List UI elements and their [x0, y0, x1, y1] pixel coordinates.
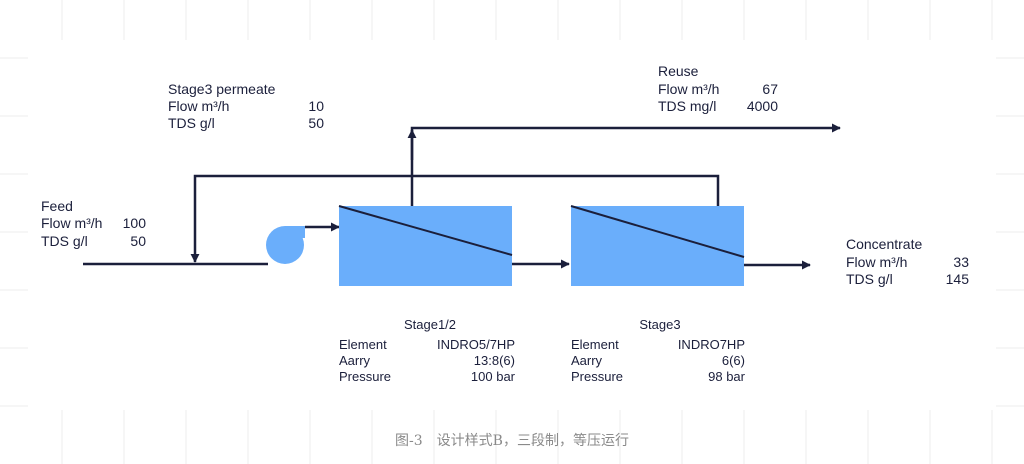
feed-flow-value: 100	[122, 215, 146, 231]
figure-caption: 图-3 设计样式B，三段制，等压运行	[395, 433, 629, 449]
reuse-flow-value: 67	[762, 81, 778, 97]
stage3-permeate-flow-label: Flow m³/h	[168, 98, 230, 114]
stage12-element-value: INDRO5/7HP	[436, 337, 515, 352]
concentrate-title: Concentrate	[846, 236, 923, 252]
reuse-tds-label: TDS mg/l	[658, 98, 717, 114]
stage3-pressure-value: 98 bar	[708, 369, 745, 384]
reuse-line	[410, 123, 841, 206]
reuse-title: Reuse	[658, 63, 699, 79]
stage12-array-label: Aarry	[339, 353, 371, 368]
feed-flow-label: Flow m³/h	[41, 215, 103, 231]
stage12-pressure-value: 100 bar	[470, 369, 515, 384]
feed-tds-label: TDS g/l	[41, 233, 88, 249]
stage12-array-value: 13:8(6)	[473, 353, 515, 368]
stage12-membrane-module	[338, 205, 513, 286]
stage12-pressure-label: Pressure	[339, 369, 392, 384]
stage3-element-label: Element	[571, 337, 619, 352]
stage3-permeate-tds-value: 50	[308, 115, 324, 131]
stage3-permeate-title: Stage3 permeate	[168, 81, 276, 97]
stage3-permeate-flow-value: 10	[308, 98, 324, 114]
stage3-array-label: Aarry	[571, 353, 603, 368]
feed-tds-value: 50	[130, 233, 146, 249]
stage3-permeate-tds-label: TDS g/l	[168, 115, 215, 131]
reuse-flow-label: Flow m³/h	[658, 81, 720, 97]
concentrate-flow-value: 33	[953, 254, 969, 270]
reuse-tds-value: 4000	[746, 98, 778, 114]
pump-icon	[266, 226, 305, 264]
concentrate-flow-label: Flow m³/h	[846, 254, 908, 270]
stage3-membrane-module	[570, 205, 745, 286]
stage3-permeate-recycle-line	[190, 174, 720, 263]
stage3-title: Stage3	[639, 317, 681, 332]
stage3-element-value: INDRO7HP	[677, 337, 745, 352]
concentrate-tds-value: 145	[945, 271, 969, 287]
stage3-pressure-label: Pressure	[571, 369, 624, 384]
stage12-title: Stage1/2	[403, 317, 457, 332]
concentrate-tds-label: TDS g/l	[846, 271, 893, 287]
stage3-array-value: 6(6)	[721, 353, 745, 368]
stage12-element-label: Element	[339, 337, 387, 352]
feed-title: Feed	[41, 198, 73, 214]
